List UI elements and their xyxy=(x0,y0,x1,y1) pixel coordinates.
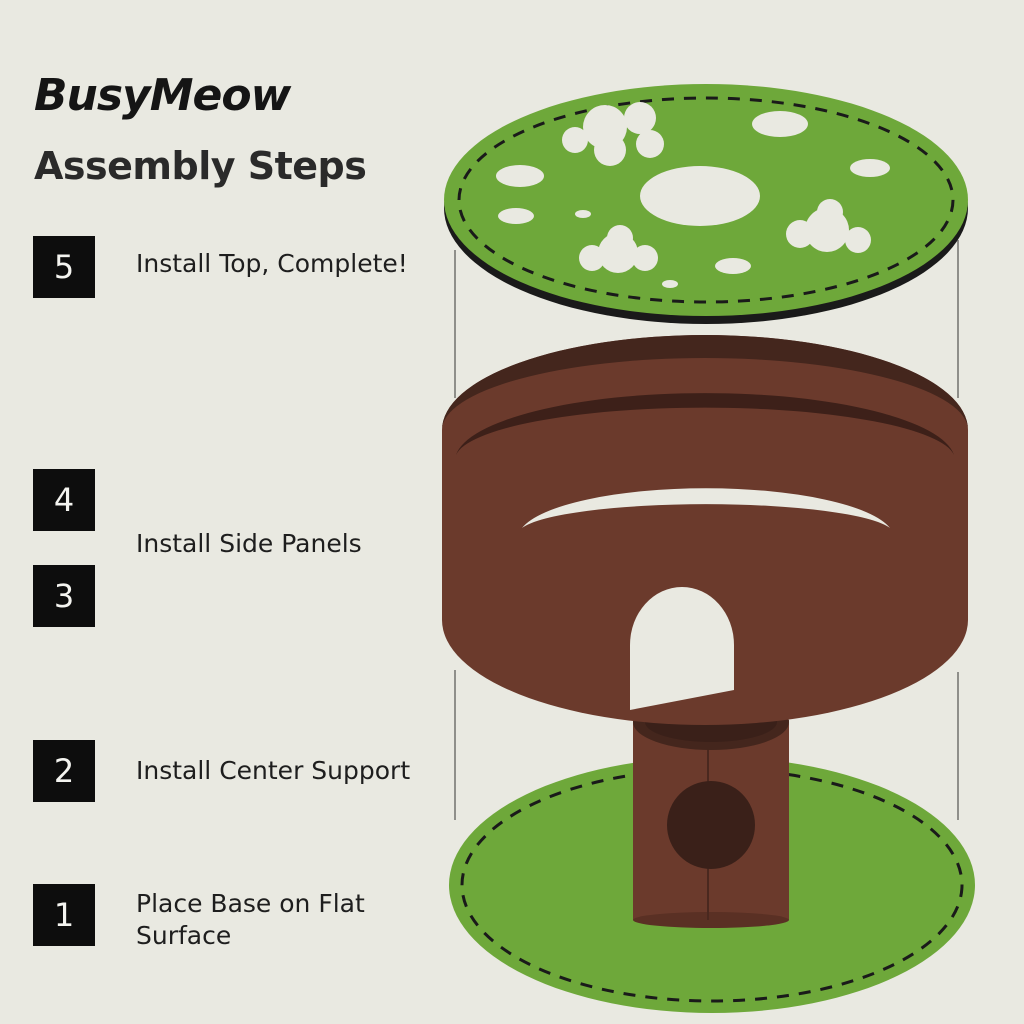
step-5-label: Install Top, Complete! xyxy=(136,249,408,278)
top-disc xyxy=(444,84,968,324)
brand-logo: BusyMeow xyxy=(34,70,291,121)
center-support-tube xyxy=(633,694,789,928)
step-1-label: Place Base on Flat Surface xyxy=(136,889,365,950)
guide-lines xyxy=(454,240,959,820)
side-panel-ring xyxy=(442,335,968,725)
page-title: Assembly Steps xyxy=(34,144,367,188)
step-5-badge: 5 xyxy=(33,236,95,298)
flower-cutout xyxy=(562,102,664,166)
step-2-badge: 2 xyxy=(33,740,95,802)
step-3-4-label: Install Side Panels xyxy=(136,529,362,558)
step-1-badge: 1 xyxy=(33,884,95,946)
step-2-label: Install Center Support xyxy=(136,756,411,785)
flower-cutout xyxy=(786,199,871,253)
flower-cutout xyxy=(579,225,658,273)
step-3-badge: 3 xyxy=(33,565,95,627)
step-4-badge: 4 xyxy=(33,469,95,531)
